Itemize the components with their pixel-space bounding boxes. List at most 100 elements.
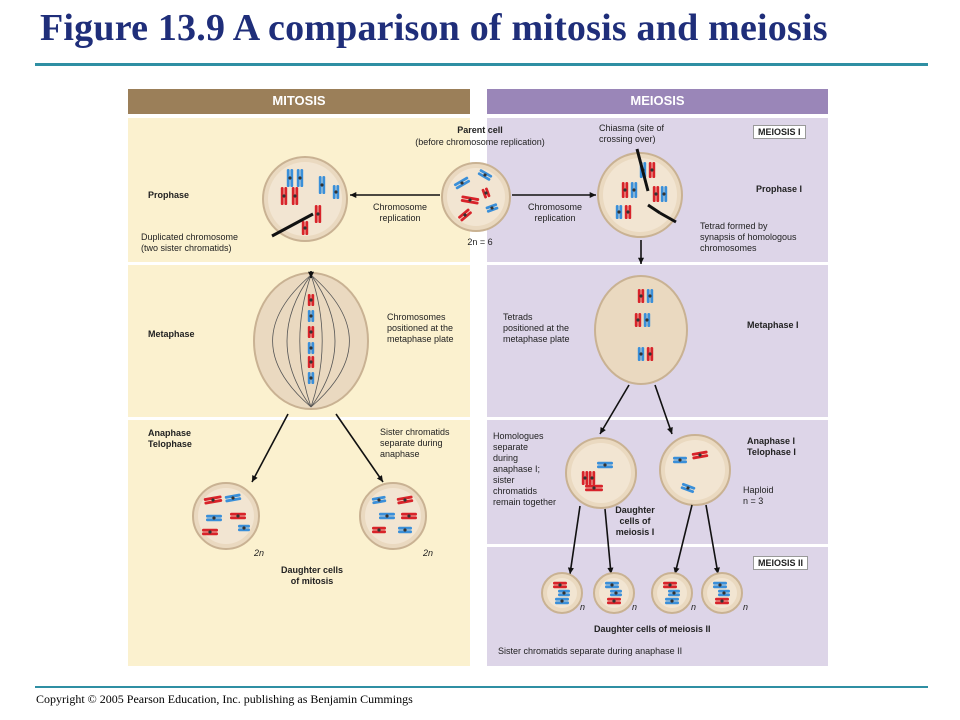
parent-chrom-4 [485, 203, 499, 213]
meiosis-arrow-right-head [667, 427, 673, 434]
mm-chrom-1 [307, 310, 315, 322]
md1-2 [224, 493, 242, 503]
mitosis-daughters-label: Daughter cells of mitosis [280, 565, 344, 586]
meiosis-i-daughter-left-inner [571, 443, 631, 503]
mitosis-metaphase-cell [253, 272, 369, 410]
meip-8 [624, 205, 632, 219]
mitosis-arrow-right [335, 413, 384, 483]
parent-cell-title: Parent cell [457, 125, 503, 135]
parent-chrom-3 [460, 195, 480, 205]
meiosis-arrow-right [654, 384, 673, 435]
mitosis-spindle-0 [272, 274, 312, 408]
meip-2 [630, 182, 638, 198]
meiosis-ii-daughters-label: Daughter cells of meiosis II [594, 624, 711, 634]
ploidy-n-2: n [632, 602, 638, 612]
md1-6 [202, 528, 218, 536]
md2-6 [398, 526, 412, 534]
mitosis-arrow-right-head [376, 475, 383, 482]
meiosis-ii-badge: MEIOSIS II [753, 556, 809, 570]
mitosis-metaphase-label: Metaphase [148, 329, 195, 339]
mp-chrom-8 [301, 221, 309, 235]
replication-arrow-left-head [350, 191, 357, 199]
mii-0-2 [558, 589, 570, 597]
mitosis-anaphase-label: Anaphase Telophase [148, 428, 192, 449]
tetrads-positioned-label: Tetrads positioned at the metaphase plat… [503, 312, 570, 344]
meiosis-ii-arrow-2 [604, 508, 612, 575]
ploidy-n-4: n [743, 602, 749, 612]
meiosis-header: MEIOSIS [487, 89, 828, 114]
meiosis-i-badge: MEIOSIS I [753, 125, 806, 139]
mm-chrom-5 [307, 372, 315, 384]
mi2-3 [680, 482, 696, 494]
mm-chrom-3 [307, 342, 315, 354]
mii-2-3 [665, 597, 679, 605]
mii-1-3 [607, 597, 621, 605]
meip-4 [648, 162, 656, 178]
meip-6 [660, 186, 668, 202]
meiosis-ii-arrow-4 [705, 504, 719, 575]
chromosomes-positioned-label: Chromosomes positioned at the metaphase … [387, 312, 454, 344]
mm-chrom-4 [307, 356, 315, 368]
footer-rule [35, 686, 928, 688]
mm-chrom-2 [307, 326, 315, 338]
meim-6 [646, 347, 654, 361]
replication-left-label: Chromosome replication [372, 202, 428, 223]
meiosis-arrow-left-head [600, 427, 606, 434]
mitosis-spindle-4 [310, 274, 336, 408]
meiosis-ii-arrow-1 [569, 505, 581, 575]
mitosis-spindle-5 [310, 274, 350, 408]
parent-cell-inner [447, 168, 505, 226]
metaphase-i-label: Metaphase I [747, 320, 799, 330]
mitosis-prophase-label: Prophase [148, 190, 190, 200]
parent-chrom-5 [458, 208, 472, 222]
md2-1 [371, 495, 387, 505]
mii-0-3 [555, 597, 569, 605]
meiosis-anaphase-panel [487, 420, 828, 544]
chiasma-label: Chiasma (site of crossing over) [599, 123, 665, 144]
mii-3-1 [713, 581, 727, 589]
md2-2 [396, 495, 414, 505]
mitosis-arrow-prophase-meta-head [307, 271, 315, 278]
mitosis-arrow-left [251, 413, 289, 483]
mitosis-header: MITOSIS [128, 89, 470, 114]
mitosis-spindle-2 [299, 274, 312, 408]
md1-3 [206, 514, 222, 522]
ploidy-n-3: n [691, 602, 697, 612]
mp-chrom-5 [318, 176, 326, 194]
prophase-i-label: Prophase I [756, 184, 803, 194]
mp-chrom-6 [332, 185, 340, 199]
mitosis-ploidy-right: 2n [423, 548, 434, 558]
mi1-1 [581, 471, 589, 485]
mm-chrom-0 [307, 294, 315, 306]
md1-5 [238, 524, 250, 532]
ploidy-n-1: n [580, 602, 586, 612]
duplicated-pointer [271, 212, 314, 238]
meiosis-ii-arrow-2-head [607, 567, 614, 574]
mii-3-2 [718, 589, 730, 597]
md1-4 [230, 512, 246, 520]
tetrad-formed-label: Tetrad formed by synapsis of homologous … [700, 221, 797, 253]
mitosis-spindle-3 [310, 274, 323, 408]
mii-0-1 [553, 581, 567, 589]
meiosis-metaphase-cell [594, 275, 688, 385]
mii-1-2 [610, 589, 622, 597]
mii-3-3 [715, 597, 729, 605]
mp-chrom-1 [286, 169, 294, 187]
meiosis-ii-arrow-1-head [567, 567, 574, 574]
meim-2 [646, 289, 654, 303]
parent-chrom-6 [481, 187, 491, 199]
page-title: Figure 13.9 A comparison of mitosis and … [40, 7, 828, 49]
mitosis-arrow-left-head [252, 475, 258, 482]
mitosis-ploidy-left: 2n [254, 548, 265, 558]
meiosis-i-daughter-right-inner [665, 440, 725, 500]
mp-chrom-2 [296, 169, 304, 187]
mi1-2 [588, 471, 596, 485]
md2-4 [401, 512, 417, 520]
mii-2-1 [663, 581, 677, 589]
mii-2-2 [668, 589, 680, 597]
sister-chromatids-label: Sister chromatids separate during anapha… [380, 427, 450, 459]
mi2-2 [691, 450, 709, 460]
parent-ploidy: 2n = 6 [467, 237, 493, 247]
mitosis-spindle-1 [286, 274, 312, 408]
